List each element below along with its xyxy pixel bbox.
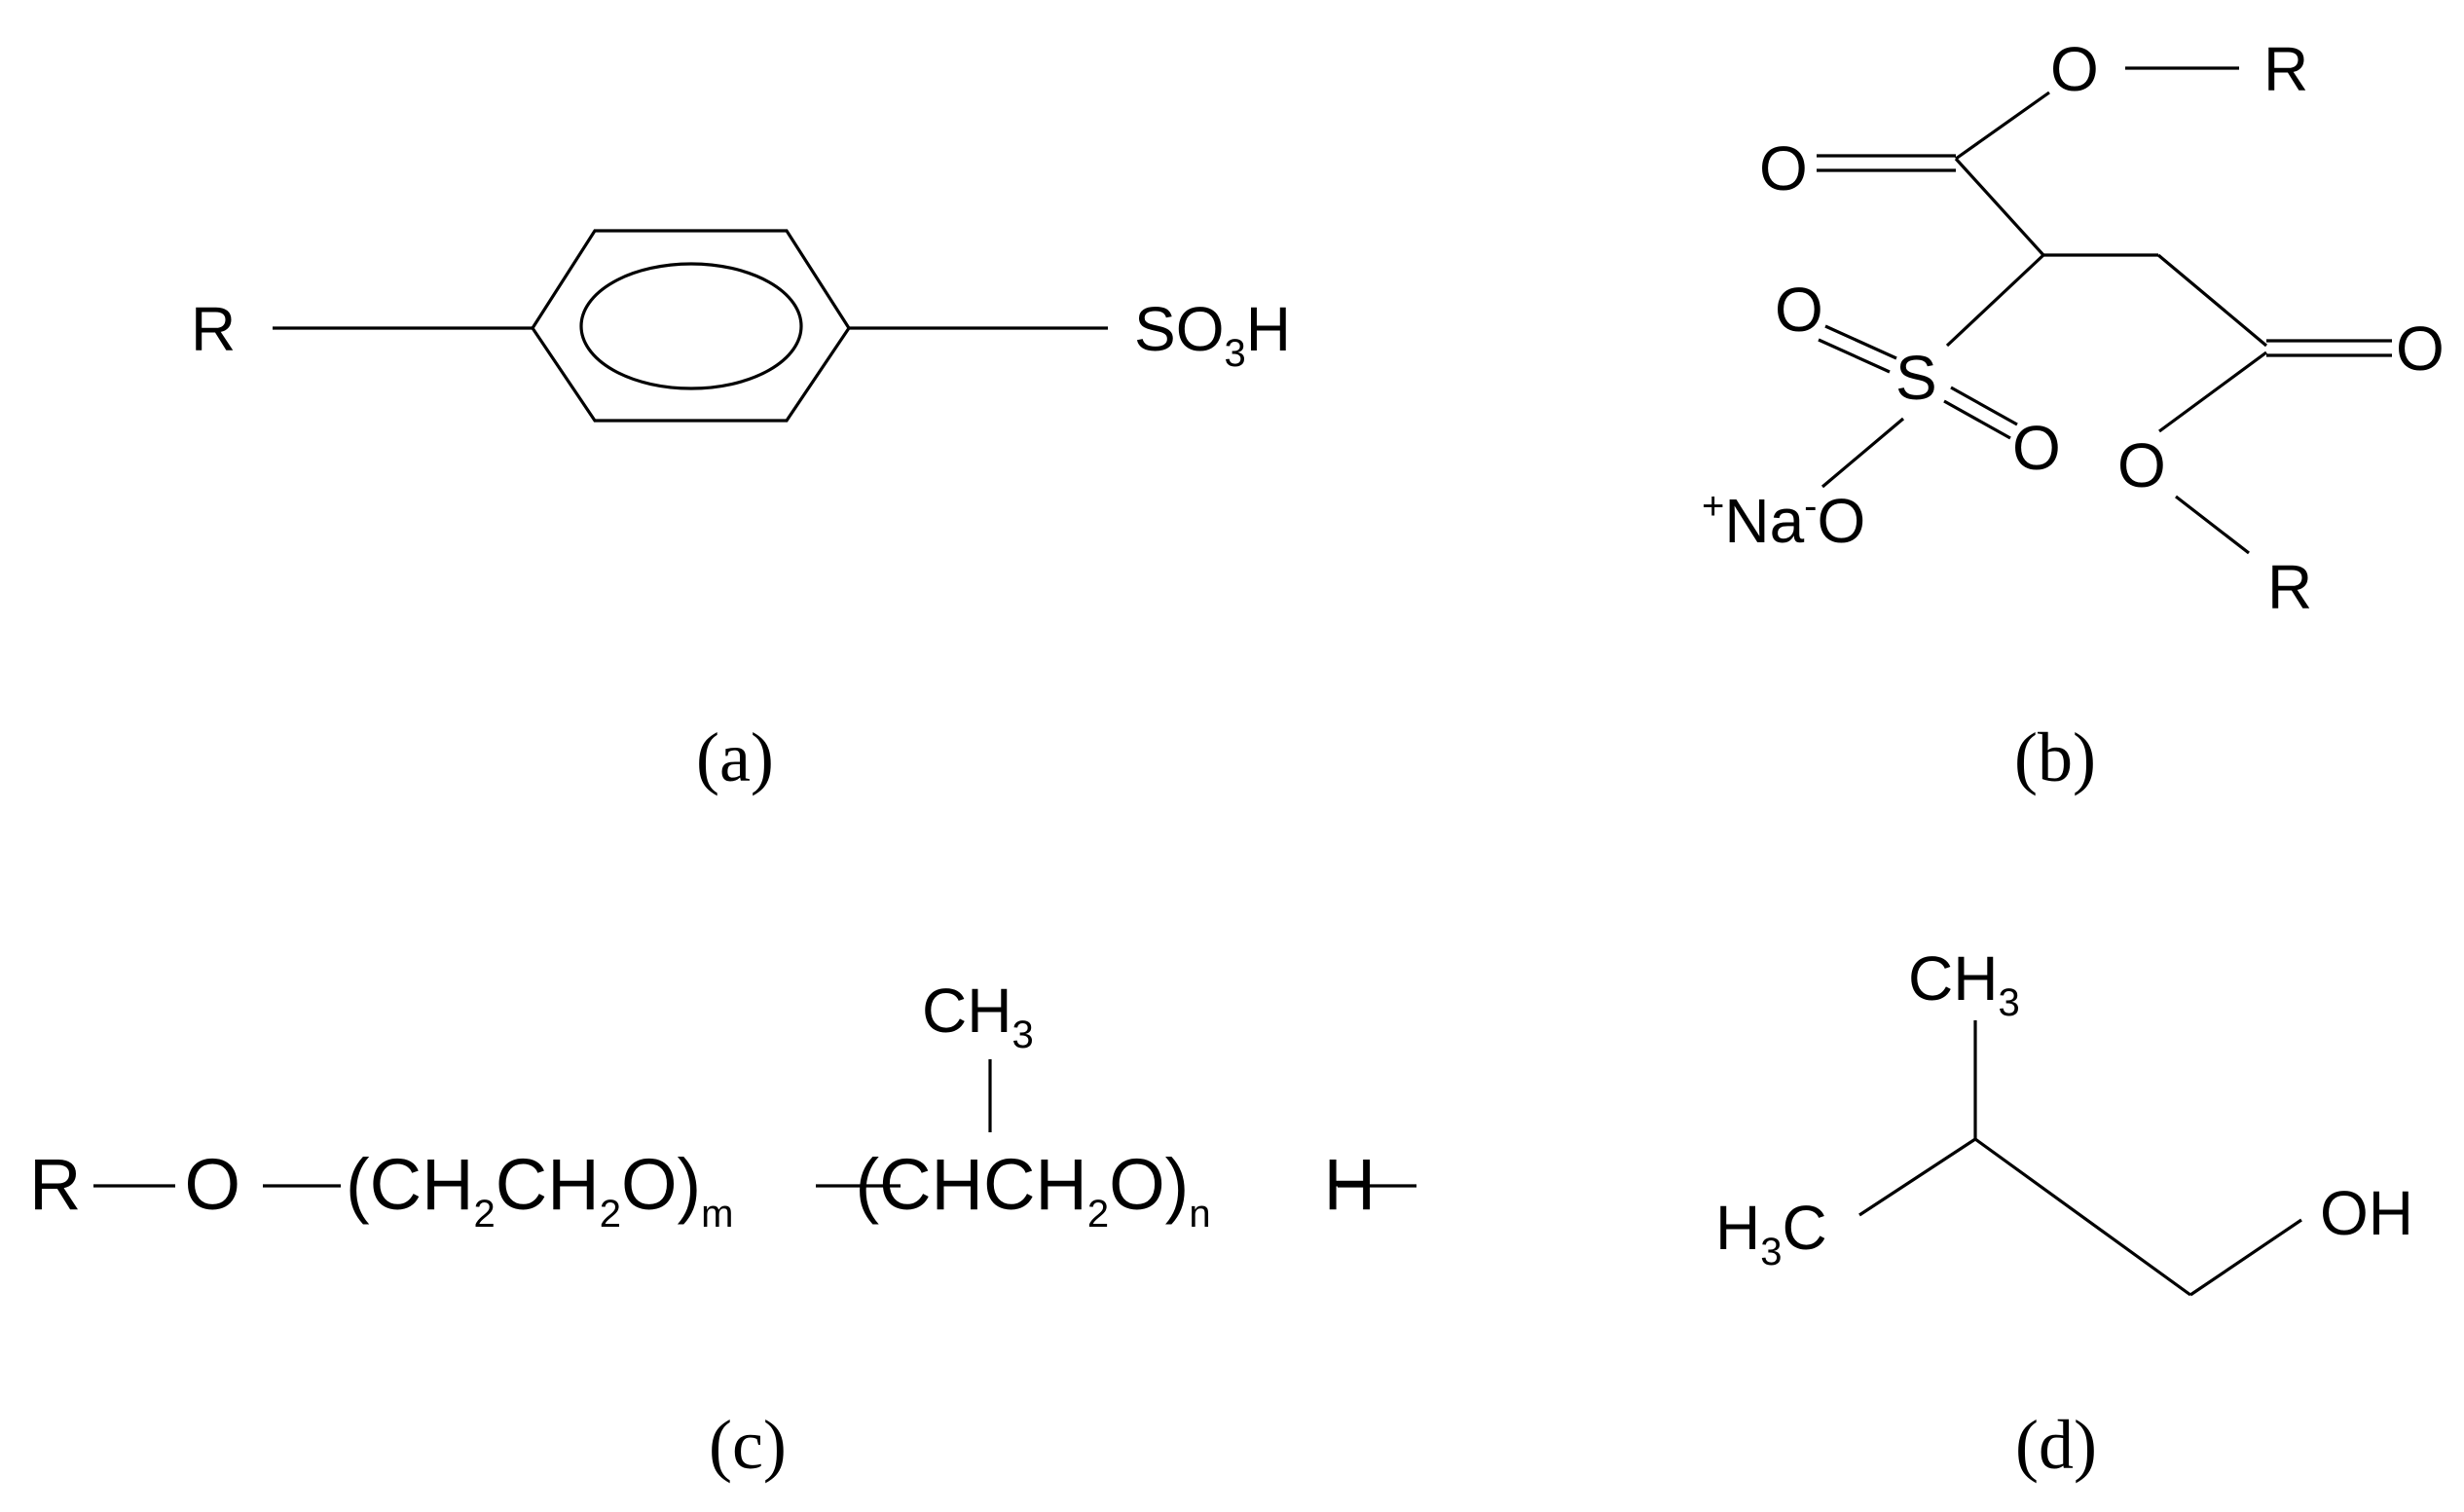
panel-a-structure: R SO3H (a) (191, 229, 1291, 796)
panel-b-r-group-top: R (2263, 34, 2308, 104)
panel-d-structure: CH3 H3C OH (d) (1715, 943, 2413, 1484)
panel-d-ch-ch2-bond (1974, 1137, 2191, 1297)
panel-b-sulfonyl-oxygen-2: O (2012, 413, 2061, 483)
panel-a-label: (a) (696, 719, 774, 796)
panel-b-s-o2-bond-a (1950, 386, 2018, 426)
panel-b-c4-o-bond (2158, 350, 2267, 433)
panel-b-s-o3-bond (1820, 417, 1905, 489)
panel-d-left-methyl-bond (1858, 1137, 1976, 1217)
panel-b-carbonyl-oxygen-2: O (2396, 313, 2445, 384)
panel-b-s-o2-bond-b (1943, 399, 2011, 440)
panel-c-methyl-group: CH3 (922, 976, 1034, 1056)
panel-b-s-o1-bond-b (1818, 338, 1891, 374)
panel-d-hydroxyl: OH (2320, 1178, 2413, 1248)
panel-d-methyl-left: H3C (1715, 1193, 1827, 1273)
panel-b-ester-oxygen-top: O (2050, 34, 2099, 104)
panel-b-r-group-bottom: R (2267, 552, 2312, 622)
panel-a-aromatic-circle (579, 262, 803, 390)
panel-b-c3-c4-bond (2156, 253, 2268, 348)
panel-a-sulfonic-group: SO3H (1134, 294, 1291, 375)
panel-b-structure: O R O O O R O S O +Na-O (b) (1702, 34, 2445, 796)
panel-b-o-r-bond-bottom (2175, 495, 2250, 555)
panel-b-sodium-salt: +Na-O (1702, 485, 1865, 556)
panel-b-c2-s-bond (1945, 253, 2045, 348)
panel-b-c1-c2-bond (1954, 157, 2045, 257)
panel-a-r-group: R (191, 294, 236, 364)
panel-b-carbonyl-oxygen-1: O (1759, 133, 1808, 203)
panel-b-s-o1-bond-a (1824, 324, 1897, 360)
panel-d-ch2-oh-bond (2189, 1218, 2302, 1297)
panel-d-label: (d) (2015, 1406, 2097, 1484)
panel-b-ester-oxygen-bottom: O (2117, 430, 2166, 500)
panel-c-label: (c) (709, 1406, 787, 1484)
panel-b-sulfur: S (1895, 343, 1937, 413)
panel-b-label: (b) (2014, 719, 2096, 796)
panel-b-sulfonyl-oxygen-1: O (1775, 275, 1823, 345)
panel-d-methyl-top: CH3 (1908, 943, 2020, 1024)
panel-b-c1-o-bond (1955, 91, 2050, 161)
